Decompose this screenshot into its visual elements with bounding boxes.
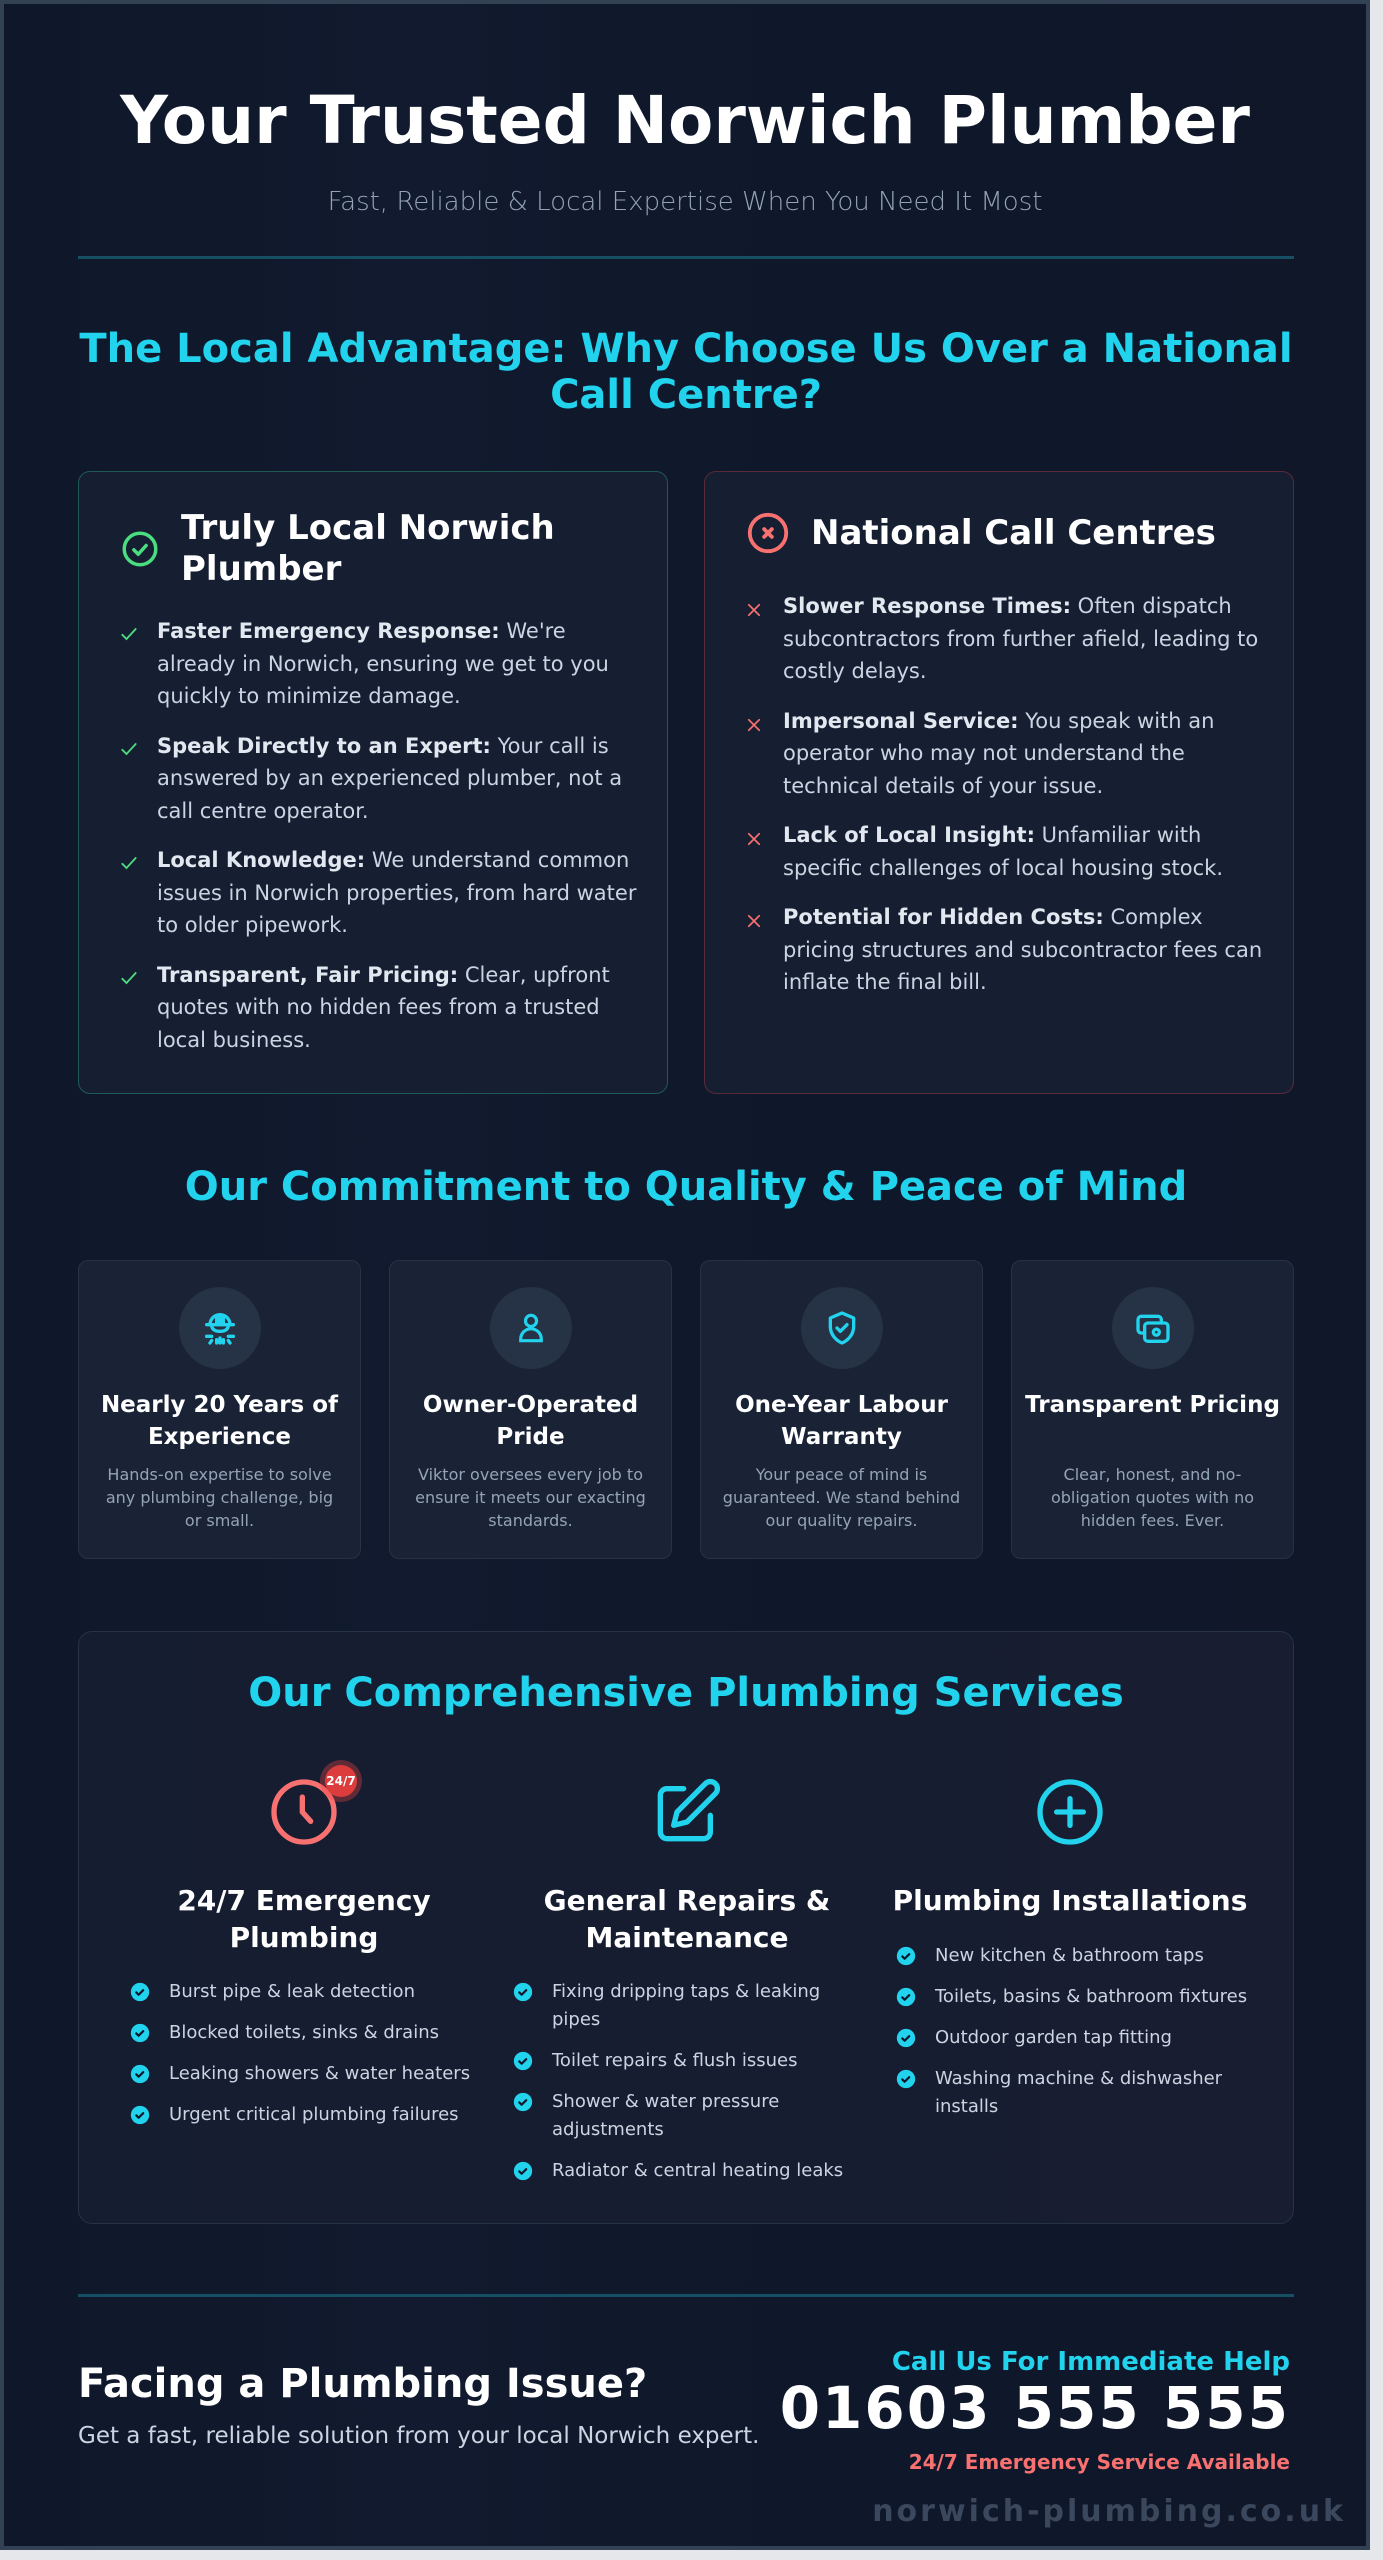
service-name: 24/7 Emergency Plumbing [177, 1884, 431, 1954]
service-items: New kitchen & bathroom taps Toilets, bas… [895, 1942, 1255, 2134]
comparison-title: The Local Advantage: Why Choose Us Over … [79, 326, 1293, 418]
check-icon [121, 971, 137, 984]
check-icon [121, 857, 137, 870]
list-item: Toilet repairs & flush issues [512, 2047, 872, 2075]
24-7-badge: 24/7 [320, 1760, 362, 1802]
divider [78, 256, 1294, 259]
check-circle-icon [122, 531, 158, 567]
list-item: Impersonal Service: You speak with an op… [745, 705, 1263, 803]
commitment-card-desc: Hands-on expertise to solve any plumbing… [105, 1465, 334, 1530]
services-section: Our Comprehensive Plumbing Services 24/7… [78, 1631, 1294, 2224]
list-item: Washing machine & dishwasher installs [895, 2065, 1255, 2121]
check-icon [121, 742, 137, 755]
list-item: Shower & water pressure adjustments [512, 2088, 872, 2144]
list-item: Local Knowledge: We understand common is… [119, 844, 637, 942]
list-item: New kitchen & bathroom taps [895, 1942, 1255, 1970]
clock-icon [271, 1779, 337, 1845]
service-items: Burst pipe & leak detection Blocked toil… [129, 1978, 489, 2142]
list-item: Leaking showers & water heaters [129, 2060, 489, 2088]
check-circle-icon [513, 2161, 533, 2181]
plus-circle-icon [1037, 1779, 1103, 1845]
list-item: Outdoor garden tap fitting [895, 2024, 1255, 2052]
cta-subtitle: Get a fast, reliable solution from your … [78, 2423, 760, 2449]
x-icon [747, 718, 761, 731]
check-circle-icon [896, 1987, 916, 2007]
x-circle-icon [747, 512, 789, 554]
check-circle-icon [896, 2069, 916, 2089]
check-circle-icon [130, 2105, 150, 2125]
commitment-card-desc: Your peace of mind is guaranteed. We sta… [722, 1465, 961, 1530]
check-circle-icon [513, 1982, 533, 2002]
commitment-card-pricing: Transparent Pricing Clear, honest, and n… [1011, 1260, 1294, 1559]
commitment-title: Our Commitment to Quality & Peace of Min… [184, 1164, 1188, 1210]
page-subtitle: Fast, Reliable & Local Expertise When Yo… [327, 187, 1043, 217]
cta-title: Facing a Plumbing Issue? [78, 2361, 648, 2407]
local-card-heading: Truly Local Norwich Plumber [181, 508, 555, 589]
check-circle-icon [896, 2028, 916, 2048]
commitment-card-experience: Nearly 20 Years of Experience Hands-on e… [78, 1260, 361, 1559]
list-item: Fixing dripping taps & leaking pipes [512, 1978, 872, 2034]
national-call-centre-card: National Call Centres Slower Response Ti… [704, 471, 1294, 1094]
list-item: Potential for Hidden Costs: Complex pric… [745, 901, 1263, 999]
services-title: Our Comprehensive Plumbing Services [248, 1670, 1124, 1716]
commitment-card-title: Nearly 20 Years of Experience [100, 1392, 339, 1450]
commitment-card-owner: Owner-Operated Pride Viktor oversees eve… [389, 1260, 672, 1559]
list-item: Slower Response Times: Often dispatch su… [745, 590, 1263, 688]
service-items: Fixing dripping taps & leaking pipes Toi… [512, 1978, 872, 2198]
list-item: Urgent critical plumbing failures [129, 2101, 489, 2129]
list-item: Radiator & central heating leaks [512, 2157, 872, 2185]
list-item: Transparent, Fair Pricing: Clear, upfron… [119, 959, 637, 1057]
x-icon [747, 603, 761, 617]
commitment-card-title: Owner-Operated Pride [422, 1392, 639, 1450]
call-label: Call Us For Immediate Help [891, 2347, 1290, 2377]
x-icon [747, 914, 761, 928]
national-card-heading: National Call Centres [811, 512, 1216, 553]
check-circle-icon [896, 1946, 916, 1966]
commitment-card-title: One-Year Labour Warranty [735, 1392, 948, 1450]
cash-icon [1135, 1314, 1170, 1343]
emergency-availability: 24/7 Emergency Service Available [908, 2450, 1290, 2474]
commitment-card-title: Transparent Pricing [1025, 1392, 1280, 1418]
check-circle-icon [513, 2092, 533, 2112]
website-link[interactable]: norwich-plumbing.co.uk [872, 2494, 1346, 2529]
list-item: Faster Emergency Response: We're already… [119, 615, 637, 713]
list-item: Burst pipe & leak detection [129, 1978, 489, 2006]
check-circle-icon [130, 2023, 150, 2043]
check-circle-icon [130, 2064, 150, 2084]
commitment-card-desc: Viktor oversees every job to ensure it m… [415, 1465, 646, 1530]
list-item: Lack of Local Insight: Unfamiliar with s… [745, 819, 1263, 884]
edit-icon [657, 1778, 721, 1842]
national-drawbacks-list: Slower Response Times: Often dispatch su… [745, 590, 1263, 1016]
user-icon [518, 1313, 543, 1343]
page-title: Your Trusted Norwich Plumber [120, 82, 1250, 159]
local-plumber-card: Truly Local Norwich Plumber Faster Emerg… [78, 471, 668, 1094]
check-icon [121, 628, 137, 641]
phone-number-link[interactable]: 01603 555 555 [779, 2374, 1290, 2442]
check-circle-icon [130, 1982, 150, 2002]
list-item: Speak Directly to an Expert: Your call i… [119, 730, 637, 828]
list-item: Blocked toilets, sinks & drains [129, 2019, 489, 2047]
list-item: Toilets, basins & bathroom fixtures [895, 1983, 1255, 2011]
service-name: Plumbing Installations [892, 1884, 1248, 1917]
divider [78, 2294, 1294, 2297]
local-advantages-list: Faster Emergency Response: We're already… [119, 615, 637, 1073]
experience-icon [204, 1313, 235, 1345]
check-circle-icon [513, 2051, 533, 2071]
x-icon [747, 832, 761, 846]
shield-check-icon [828, 1311, 855, 1345]
service-name: General Repairs & Maintenance [543, 1884, 831, 1954]
commitment-card-warranty: One-Year Labour Warranty Your peace of m… [700, 1260, 983, 1559]
commitment-card-desc: Clear, honest, and no-obligation quotes … [1050, 1465, 1255, 1530]
